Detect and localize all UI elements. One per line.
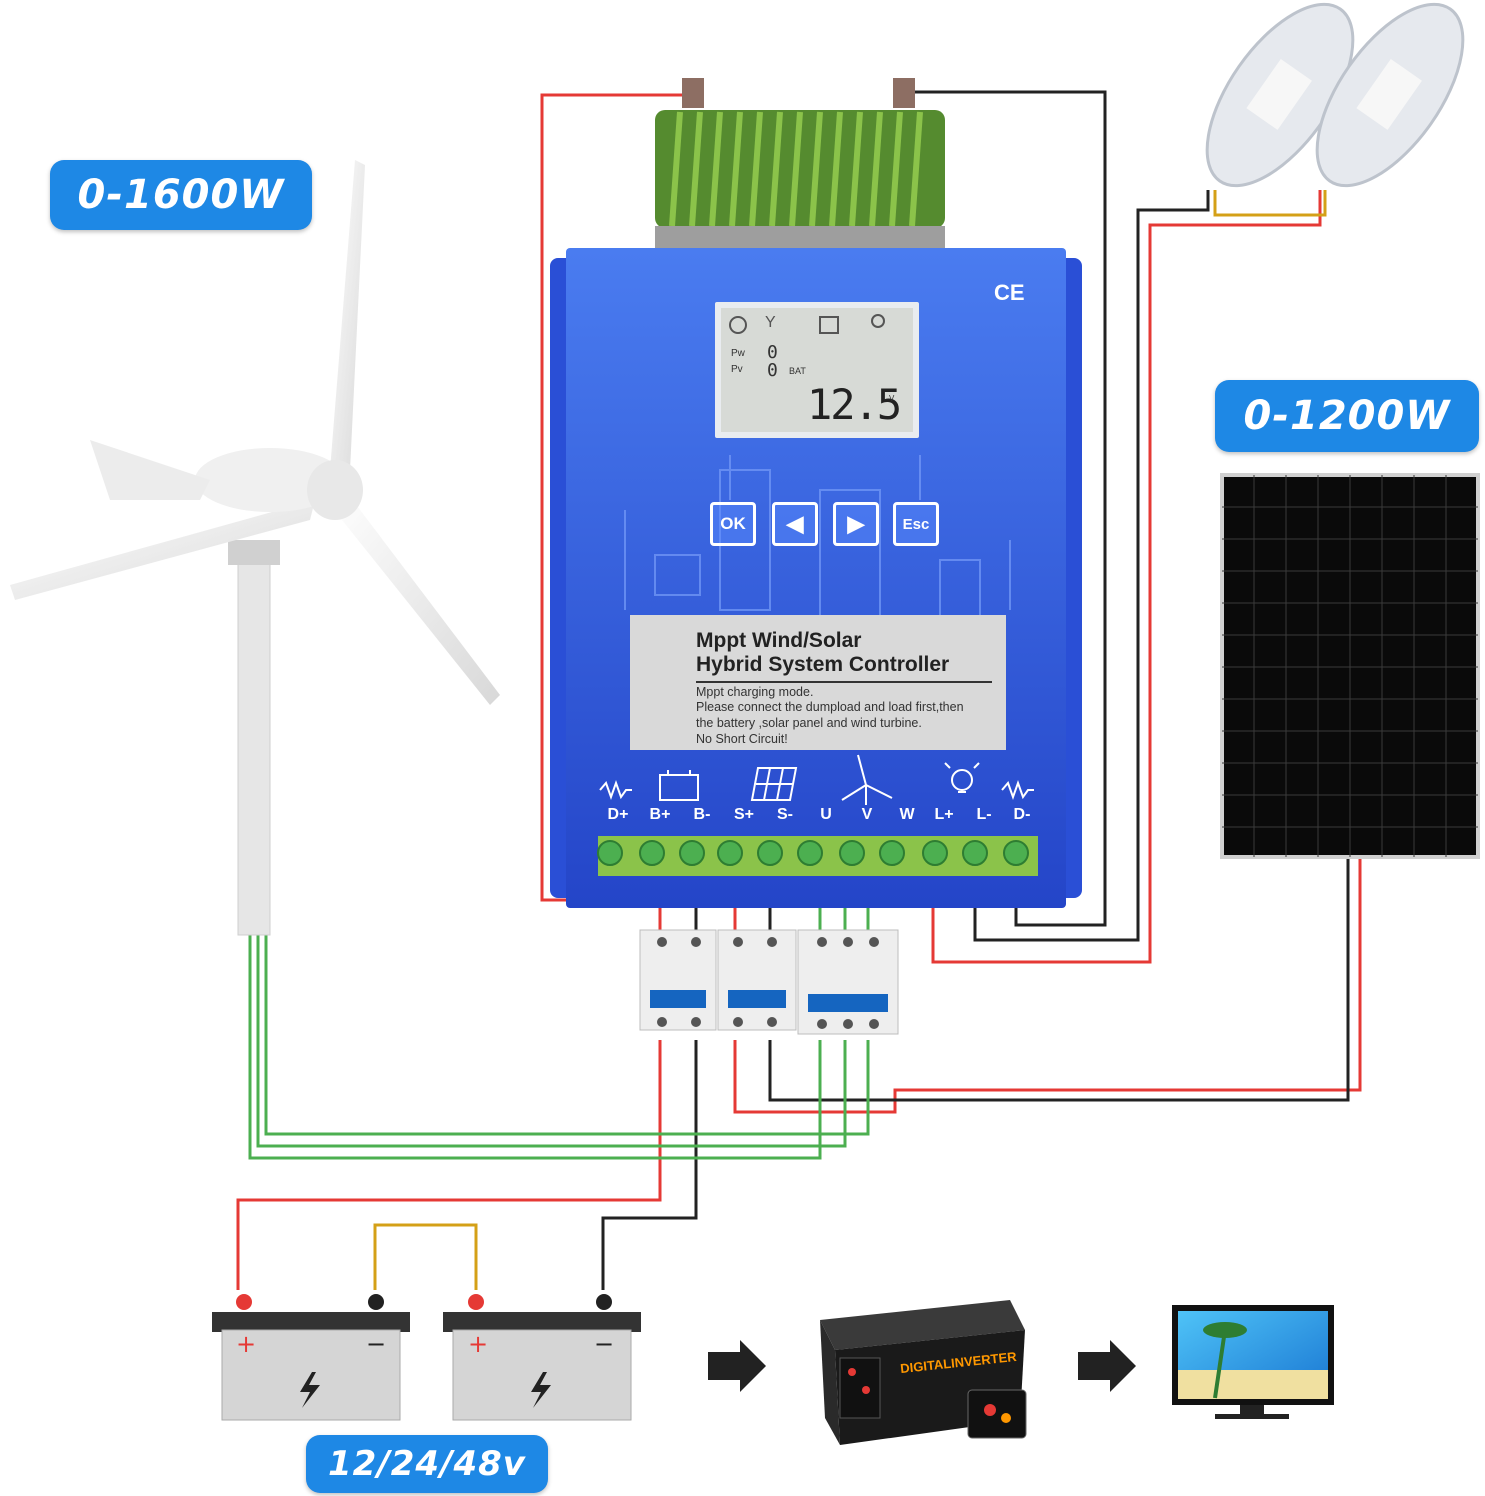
terminal-label-u: U	[820, 806, 832, 823]
wire-battery-positive	[236, 1040, 662, 1290]
wire-wind-u	[248, 935, 822, 1160]
inverter	[820, 1300, 1027, 1445]
dumpload-icon	[1001, 780, 1034, 800]
terminal-screws	[597, 840, 1029, 866]
pv-value: 0	[767, 360, 778, 381]
wire-solar-negative	[768, 858, 1350, 1102]
controller-title-line1: Mppt Wind/Solar	[696, 629, 862, 652]
breaker-solar	[717, 929, 797, 1031]
terminal-label-s-minus: S-	[777, 806, 793, 823]
esc-button[interactable]: Esc	[893, 502, 939, 546]
television	[1172, 1305, 1334, 1419]
battery-bank: + − + −	[212, 1294, 641, 1421]
terminal-label-b-plus: B+	[649, 806, 671, 823]
flow-arrow-icon	[708, 1340, 766, 1392]
light-bulb-icon	[944, 762, 980, 793]
controller-note-line4: No Short Circuit!	[696, 732, 788, 746]
battery-lcd-icon	[819, 316, 839, 334]
sun-icon	[729, 316, 747, 334]
flow-arrow-icon	[1078, 1340, 1136, 1392]
street-lamp	[1315, 2, 1465, 188]
controller-title-line2: Hybrid System Controller	[696, 653, 950, 676]
battery: + −	[212, 1294, 410, 1421]
battery: + −	[443, 1294, 641, 1421]
terminal-label-b-minus: B-	[693, 806, 711, 823]
dumpload-resistor	[655, 78, 945, 248]
pv-label: Pv	[731, 364, 743, 375]
controller-note-line2: Please connect the dumpload and load fir…	[696, 700, 964, 714]
controller-note-line3: the battery ,solar panel and wind turbin…	[696, 716, 922, 730]
wire-load-negative	[973, 190, 1210, 942]
bat-label: BAT	[789, 366, 806, 376]
wind-power-badge: 0-1600W	[50, 160, 312, 230]
wire-dumpload-negative	[905, 90, 1107, 927]
terminal-label-d-plus: D+	[607, 806, 629, 823]
breaker-wind	[797, 929, 899, 1035]
terminal-label-l-minus: L-	[976, 806, 992, 823]
terminal-label-w: W	[899, 806, 915, 823]
solar-panel	[1220, 473, 1480, 859]
wind-turbine	[10, 160, 500, 936]
wires	[236, 90, 1362, 1290]
wire-wind-w	[264, 935, 870, 1136]
pw-value: 0	[767, 342, 778, 363]
controller-note-line1: Mppt charging mode.	[696, 685, 814, 699]
terminal-label-d-minus: D-	[1013, 806, 1031, 823]
svg-text:+: +	[468, 1330, 488, 1358]
bulb-lcd-icon	[871, 314, 885, 328]
left-button[interactable]: ◀	[772, 502, 818, 546]
svg-text:−: −	[594, 1330, 614, 1358]
voltage-unit: V	[889, 394, 895, 403]
controller-label-panel: Mppt Wind/Solar Hybrid System Controller…	[630, 615, 1006, 750]
solar-panel-icon	[750, 767, 798, 801]
wire-load-positive	[931, 190, 1322, 964]
battery-icon	[659, 770, 699, 801]
wire-battery-link	[373, 1223, 478, 1290]
wind-turbine-icon	[841, 754, 893, 805]
breaker-battery	[639, 929, 717, 1031]
dumpload-icon	[599, 780, 632, 800]
turbine-lcd-icon: Y	[765, 314, 776, 331]
svg-text:+: +	[236, 1330, 256, 1358]
wire-lamp-link	[1213, 190, 1327, 217]
terminal-label-v: V	[861, 806, 873, 823]
wire-battery-negative	[601, 1040, 698, 1290]
solar-power-badge: 0-1200W	[1215, 380, 1479, 452]
ok-button[interactable]: OK	[710, 502, 756, 546]
right-button[interactable]: ▶	[833, 502, 879, 546]
wire-wind-v	[256, 935, 847, 1148]
voltage-readout: 12.5	[807, 380, 902, 429]
street-lamps	[1205, 2, 1465, 188]
circuit-breakers	[639, 929, 899, 1035]
ce-mark: CE	[994, 280, 1025, 305]
terminal-label-l-plus: L+	[934, 806, 954, 823]
terminal-label-s-plus: S+	[733, 806, 754, 823]
battery-voltage-badge: 12/24/48v	[306, 1435, 548, 1493]
pw-label: Pw	[731, 348, 745, 359]
svg-text:−: −	[366, 1330, 386, 1358]
lcd-display: Y Pw 0 Pv 0 BAT 12.5 V	[715, 302, 919, 438]
